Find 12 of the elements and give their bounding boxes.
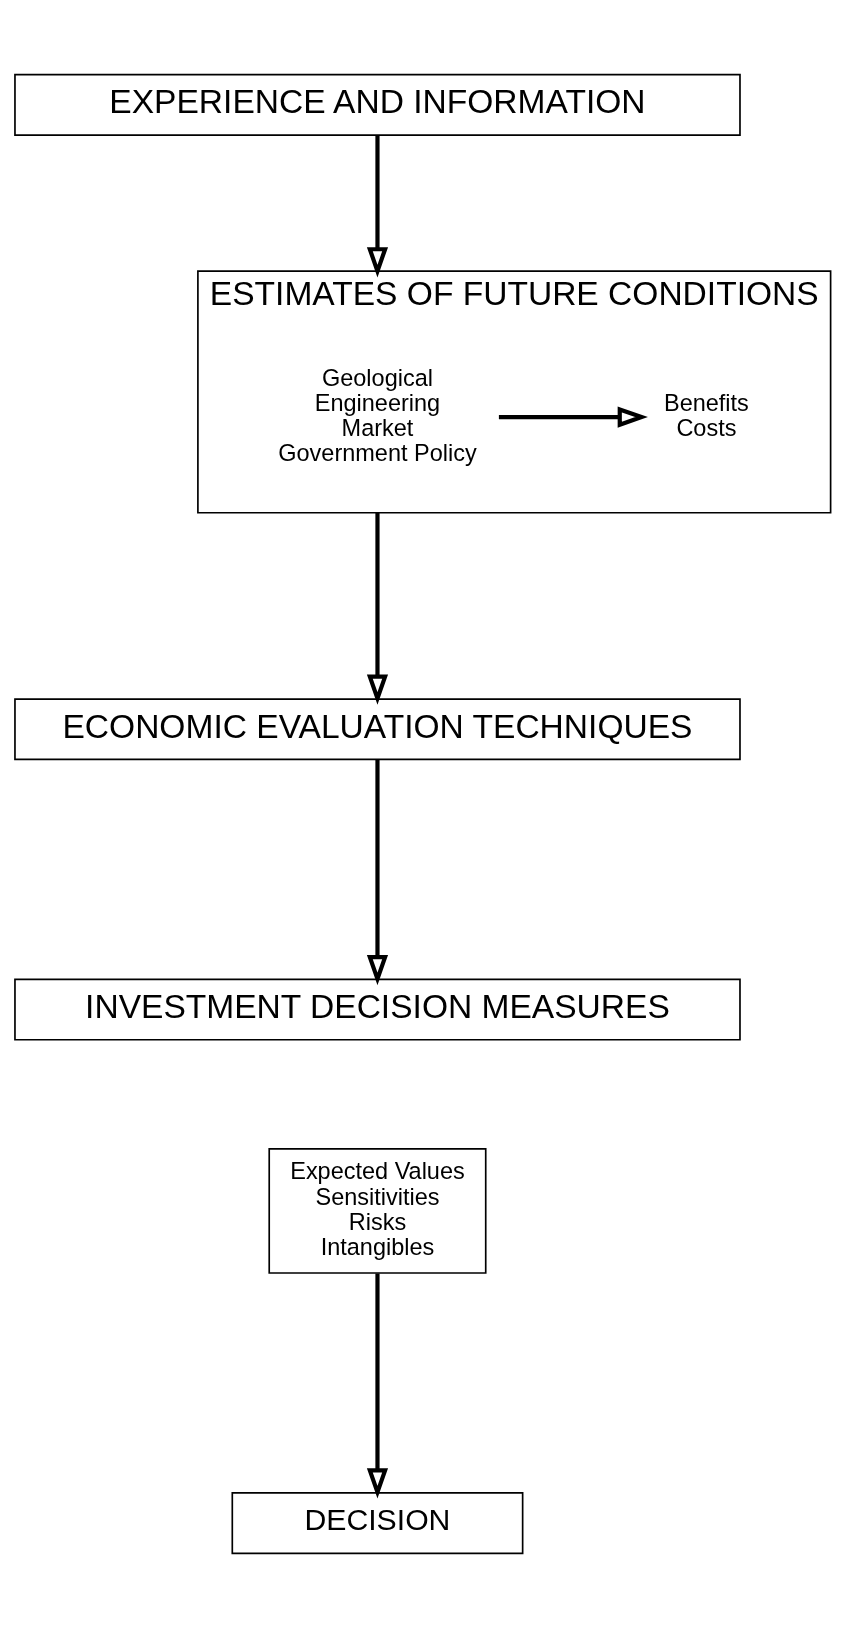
arrow [366, 512, 389, 705]
arrow [366, 1273, 389, 1499]
node-box: EXPERIENCE AND INFORMATION [14, 73, 741, 136]
node-text: Geological Engineering Market Government Policy [278, 364, 477, 467]
node-box: ECONOMIC EVALUATION TECHNIQUES [14, 698, 741, 761]
node-box: INVESTMENT DECISION MEASURES [14, 978, 741, 1041]
arrow [366, 759, 389, 986]
node-text: Benefits Costs [663, 389, 749, 441]
node-box: Expected Values Sensitivities Risks Intangibles [268, 1148, 487, 1274]
arrow [366, 135, 389, 278]
node-box: DECISION [231, 1492, 524, 1555]
arrow [498, 406, 648, 428]
